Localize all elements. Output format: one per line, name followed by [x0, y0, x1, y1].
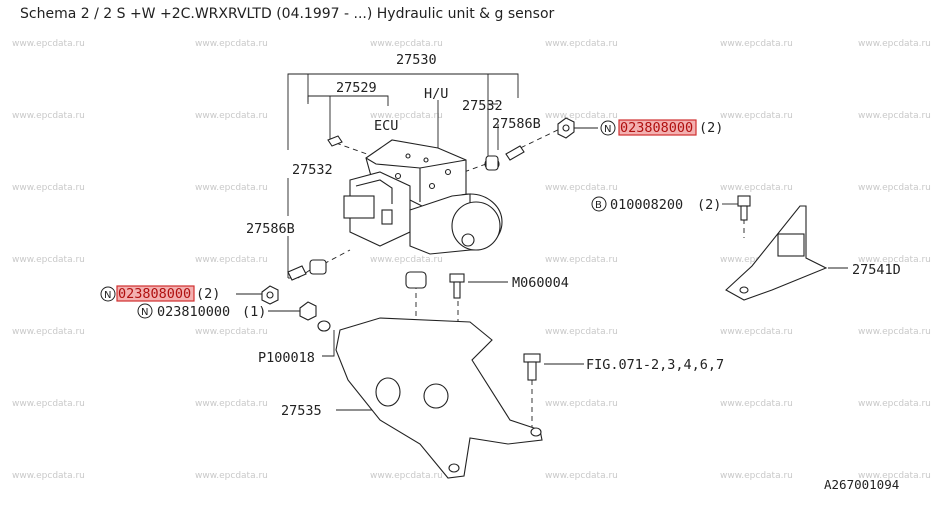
marker-n-left: N — [100, 286, 116, 302]
watermark-text: www.epcdata.ru — [720, 39, 793, 49]
watermark-text: www.epcdata.ru — [195, 399, 268, 409]
label-fig071[interactable]: FIG.071-2,3,4,6,7 — [586, 357, 724, 373]
label-27586b-top[interactable]: 27586B — [492, 116, 541, 132]
watermark-text: www.epcdata.ru — [545, 399, 618, 409]
watermark-text: www.epcdata.ru — [858, 39, 931, 49]
qty-023808000-right: (2) — [699, 120, 723, 136]
marker-n-023810000: N — [137, 303, 153, 319]
diagram-reference: A267001094 — [824, 477, 899, 492]
watermark-text: www.epcdata.ru — [370, 255, 443, 265]
label-27532-top[interactable]: 27532 — [462, 98, 503, 114]
watermark-text: www.epcdata.ru — [545, 327, 618, 337]
svg-text:N: N — [104, 290, 111, 301]
label-m060004[interactable]: M060004 — [512, 275, 569, 291]
g-sensor-bracket — [725, 195, 828, 301]
qty-023810000: (1) — [242, 304, 266, 320]
highlight-left[interactable] — [116, 285, 195, 302]
label-hu: H/U — [424, 86, 448, 102]
watermark-text: www.epcdata.ru — [195, 39, 268, 49]
diagram-title: Schema 2 / 2 S +W +2C.WRXRVLTD (04.1997 … — [20, 6, 555, 22]
label-27541d[interactable]: 27541D — [852, 262, 901, 278]
watermark-text: www.epcdata.ru — [858, 255, 931, 265]
watermark-text: www.epcdata.ru — [370, 39, 443, 49]
watermark-text: www.epcdata.ru — [858, 111, 931, 121]
watermark-text: www.epcdata.ru — [720, 327, 793, 337]
part-023808000-right[interactable]: 023808000 — [620, 120, 693, 136]
label-27586b-left[interactable]: 27586B — [246, 221, 295, 237]
watermark-text: www.epcdata.ru — [12, 471, 85, 481]
qty-023808000-left: (2) — [196, 286, 220, 302]
label-023810000[interactable]: 023810000 — [157, 304, 230, 320]
svg-text:N: N — [141, 307, 148, 318]
watermark-text: www.epcdata.ru — [370, 471, 443, 481]
watermark-text: www.epcdata.ru — [195, 255, 268, 265]
watermark-text: www.epcdata.ru — [545, 183, 618, 193]
qty-010008200: (2) — [697, 197, 721, 213]
label-27530[interactable]: 27530 — [396, 52, 437, 68]
watermark-text: www.epcdata.ru — [858, 183, 931, 193]
watermark-text: www.epcdata.ru — [370, 111, 443, 121]
watermark-text: www.epcdata.ru — [545, 39, 618, 49]
watermark-text: www.epcdata.ru — [720, 399, 793, 409]
watermark-text: www.epcdata.ru — [858, 471, 931, 481]
label-27532-left[interactable]: 27532 — [292, 162, 333, 178]
svg-text:N: N — [604, 124, 611, 135]
watermark-text: www.epcdata.ru — [720, 111, 793, 121]
watermark-text: www.epcdata.ru — [545, 471, 618, 481]
watermark-text: www.epcdata.ru — [545, 255, 618, 265]
watermark-text: www.epcdata.ru — [195, 183, 268, 193]
label-ecu: ECU — [374, 118, 398, 134]
watermark-text: www.epcdata.ru — [858, 399, 931, 409]
marker-b: B — [591, 196, 607, 212]
watermark-text: www.epcdata.ru — [195, 327, 268, 337]
highlight-right[interactable] — [618, 119, 697, 136]
marker-n-right: N — [600, 120, 616, 136]
label-27529[interactable]: 27529 — [336, 80, 377, 96]
label-010008200[interactable]: 010008200 — [610, 197, 683, 213]
watermark-text: www.epcdata.ru — [12, 39, 85, 49]
watermark-text: www.epcdata.ru — [545, 111, 618, 121]
watermark-text: www.epcdata.ru — [12, 183, 85, 193]
label-p100018[interactable]: P100018 — [258, 350, 315, 366]
watermark-text: www.epcdata.ru — [12, 111, 85, 121]
watermark-text: www.epcdata.ru — [12, 327, 85, 337]
watermark-text: www.epcdata.ru — [720, 471, 793, 481]
watermark-text: www.epcdata.ru — [195, 111, 268, 121]
watermark-text: www.epcdata.ru — [858, 327, 931, 337]
hydraulic-unit — [261, 117, 575, 321]
label-27535[interactable]: 27535 — [281, 403, 322, 419]
watermark-text: www.epcdata.ru — [12, 399, 85, 409]
watermark-text: www.epcdata.ru — [195, 471, 268, 481]
watermark-text: www.epcdata.ru — [720, 183, 793, 193]
bracket-27535 — [317, 317, 543, 479]
watermark-text: www.epcdata.ru — [12, 255, 85, 265]
svg-text:B: B — [595, 200, 602, 211]
part-023808000-left[interactable]: 023808000 — [118, 286, 191, 302]
